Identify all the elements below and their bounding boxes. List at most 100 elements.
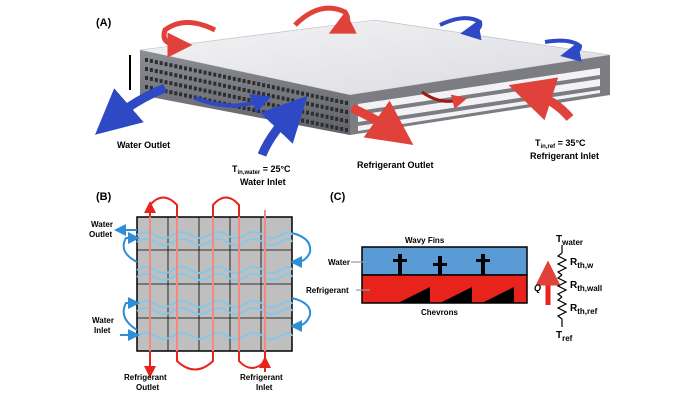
channel-hole (335, 125, 339, 130)
channel-hole (252, 90, 256, 95)
channel-hole (154, 69, 158, 74)
water-outlet-arrow (95, 83, 167, 135)
refrigerant-inlet-temp: Tin,ref = 35°C (535, 138, 586, 150)
channel-hole (184, 66, 187, 71)
chevrons-label: Chevrons (421, 308, 458, 317)
channel-hole (267, 111, 270, 116)
channel-hole (262, 92, 266, 97)
wavy-fins-label: Wavy Fins (405, 236, 445, 245)
channel-hole (184, 75, 187, 80)
channel-hole (301, 118, 305, 123)
b-ref-inlet-l1: Refrigerant (240, 373, 283, 382)
channel-hole (145, 76, 148, 80)
channel-hole (291, 89, 295, 94)
b-water-outlet-l1: Water (91, 220, 113, 229)
b-ref-outlet-l1: Refrigerant (124, 373, 167, 382)
channel-hole (306, 119, 309, 124)
channel-hole (227, 93, 231, 98)
channel-hole (179, 65, 183, 70)
channel-hole (315, 112, 319, 117)
refrigerant-outlet-label: Refrigerant Outlet (357, 160, 434, 170)
channel-hole (164, 71, 168, 76)
channel-hole (291, 98, 295, 103)
channel-hole (203, 88, 207, 93)
b-water-inlet-l2: Inlet (94, 326, 111, 335)
channel-hole (223, 92, 226, 97)
channel-hole (306, 92, 309, 97)
channel-hole (184, 93, 187, 98)
channel-hole (159, 79, 163, 84)
channel-hole (149, 59, 153, 63)
channel-hole (208, 98, 212, 103)
channel-hole (325, 105, 329, 110)
channel-hole (193, 77, 197, 82)
channel-hole (345, 110, 348, 114)
channel-hole (306, 101, 309, 106)
channel-hole (237, 86, 241, 91)
channel-hole (247, 98, 251, 102)
channel-hole (203, 79, 207, 84)
channel-hole (169, 90, 173, 95)
channel-hole (149, 77, 153, 81)
channel-hole (213, 90, 217, 95)
panel-b: (B) (89, 191, 312, 392)
grid-lines (137, 217, 292, 351)
b-ref-inlet-l2: Inlet (256, 383, 273, 392)
b-water-outlet-l2: Outlet (89, 230, 112, 239)
channel-hole (330, 106, 334, 111)
channel-hole (193, 86, 197, 91)
water-label: Water (328, 258, 350, 267)
channel-hole (340, 118, 344, 122)
channel-hole (345, 128, 348, 132)
panel-c-label: (C) (330, 191, 346, 203)
refrigerant-flow-arrow (161, 20, 217, 58)
chevron-markers (398, 287, 514, 303)
channel-hole (242, 97, 246, 101)
channel-hole (232, 94, 236, 99)
channel-hole (315, 103, 319, 108)
channel-hole (179, 74, 183, 79)
r-th-ref-label: Rth,ref (570, 303, 598, 316)
channel-hole (227, 75, 231, 80)
channel-hole (310, 120, 314, 125)
water-side-loops (122, 232, 312, 332)
channel-hole (188, 85, 192, 90)
channel-hole (330, 97, 334, 102)
channel-hole (198, 78, 202, 83)
channel-hole (208, 80, 212, 85)
resistor-water (556, 252, 568, 276)
wavy-fin-markers (393, 254, 490, 275)
channel-hole (286, 88, 290, 93)
channel-hole (276, 95, 280, 100)
channel-hole (184, 84, 187, 89)
channel-hole (242, 79, 246, 83)
channel-hole (281, 105, 285, 110)
channel-hole (320, 104, 324, 109)
panel-a-label: (A) (96, 17, 112, 29)
channel-hole (169, 81, 173, 86)
channel-hole (252, 81, 256, 86)
channel-hole (262, 83, 266, 88)
channel-hole (232, 85, 236, 90)
channel-hole (218, 82, 222, 87)
channel-hole (203, 70, 207, 75)
channel-hole (145, 67, 148, 71)
channel-hole (188, 94, 192, 99)
water-flow-arrow (194, 94, 272, 113)
water-inlet-label: Water Inlet (240, 177, 286, 187)
channel-hole (154, 78, 158, 83)
channel-hole (242, 88, 246, 92)
refrigerant-inlet-arrow (508, 77, 574, 121)
water-wavy-paths (136, 231, 293, 340)
channel-hole (301, 91, 305, 96)
channel-hole (247, 80, 251, 84)
channel-hole (149, 86, 153, 90)
refrigerant-label: Refrigerant (306, 286, 349, 295)
channel-hole (174, 64, 178, 69)
water-outlet-label: Water Outlet (117, 140, 170, 150)
panel-c: (C) Wavy Fins Water Refrigerant Chevrons… (306, 191, 602, 343)
water-channel-holes (145, 58, 348, 132)
channel-hole (188, 67, 192, 72)
channel-hole (286, 97, 290, 102)
channel-hole (154, 60, 158, 65)
